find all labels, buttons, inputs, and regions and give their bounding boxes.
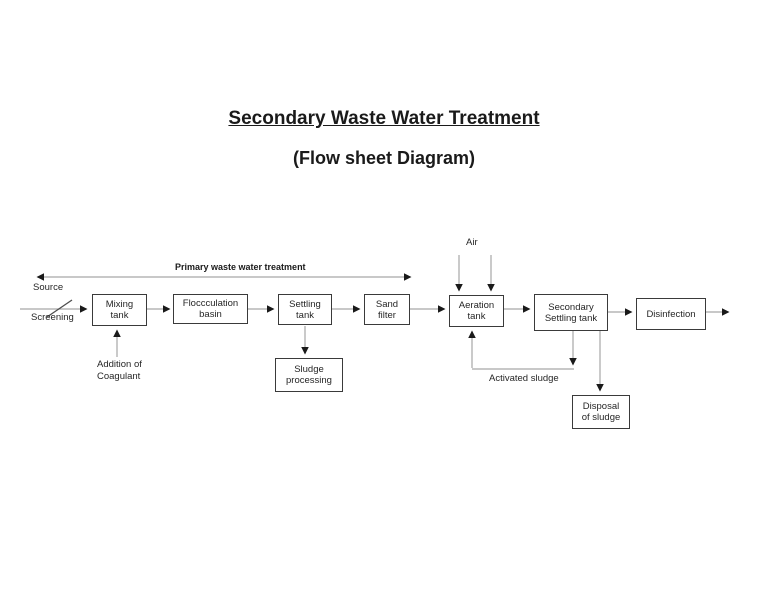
box-disinfection: Disinfection: [636, 298, 706, 330]
screening-label: Screening: [31, 312, 74, 323]
air-label: Air: [466, 237, 478, 248]
page-title: Secondary Waste Water Treatment: [228, 108, 540, 129]
box-sludge-processing: Sludge processing: [275, 358, 343, 392]
coagulant-label: Addition of Coagulant: [97, 359, 142, 382]
box-disposal-of-sludge: Disposal of sludge: [572, 395, 630, 429]
box-flocculation-basin: Floccculation basin: [173, 294, 248, 324]
activated-sludge-label: Activated sludge: [489, 373, 559, 384]
box-sand-filter: Sand filter: [364, 294, 410, 325]
box-aeration-tank: Aeration tank: [449, 295, 504, 327]
page-subtitle: (Flow sheet Diagram): [292, 148, 476, 168]
primary-treatment-label: Primary waste water treatment: [175, 262, 306, 272]
screening-slash: [46, 299, 73, 318]
box-secondary-settling-tank: Secondary Settling tank: [534, 294, 608, 331]
box-settling-tank: Settling tank: [278, 294, 332, 325]
source-label: Source: [33, 282, 64, 293]
box-mixing-tank: Mixing tank: [92, 294, 147, 326]
